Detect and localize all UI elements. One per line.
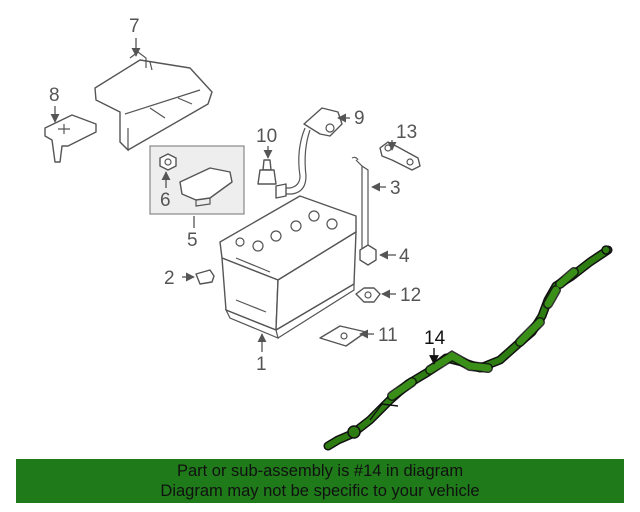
part-9-negative-cable[interactable]: [275, 107, 343, 199]
callout-3: 3: [390, 178, 401, 199]
part-3-hold-down-rod[interactable]: [351, 156, 369, 248]
callout-12: 12: [400, 285, 421, 306]
callout-8: 8: [49, 85, 60, 106]
callout-11: 11: [378, 325, 398, 346]
callout-14: 14: [424, 328, 446, 349]
callout-4: 4: [399, 246, 410, 267]
callout-13: 13: [396, 122, 417, 143]
callout-7: 7: [129, 16, 140, 37]
part-5-inset-group[interactable]: [149, 145, 245, 215]
banner-line-1: Part or sub-assembly is #14 in diagram: [176, 462, 464, 480]
part-1-battery[interactable]: [219, 195, 357, 340]
part-8-terminal-cover[interactable]: [44, 114, 97, 163]
callout-2: 2: [164, 268, 175, 289]
part-11-clamp-plate[interactable]: [319, 325, 367, 347]
banner-line-2: Diagram may not be specific to your vehi…: [160, 482, 480, 500]
part-14-wiring-harness[interactable]: [323, 245, 613, 451]
part-13-bracket[interactable]: [379, 141, 421, 171]
part-12-flange-nut[interactable]: [355, 287, 381, 303]
info-banner: Part or sub-assembly is #14 in diagram D…: [16, 459, 624, 503]
part-7-battery-cover[interactable]: [94, 51, 213, 152]
callout-10: 10: [256, 126, 277, 147]
callout-6: 6: [160, 190, 171, 211]
part-6-nut[interactable]: [159, 153, 177, 171]
callout-9: 9: [354, 108, 365, 129]
part-10-bolt[interactable]: [257, 159, 277, 185]
callout-1: 1: [256, 354, 267, 375]
callout-5: 5: [187, 230, 198, 251]
callout-labels: 7 8 9 10 13 3 6 5 4 2 12 11 1 14: [49, 16, 446, 375]
part-2-plug[interactable]: [195, 269, 215, 285]
leader-lines: [50, 38, 439, 365]
part-4-nut[interactable]: [359, 244, 377, 266]
